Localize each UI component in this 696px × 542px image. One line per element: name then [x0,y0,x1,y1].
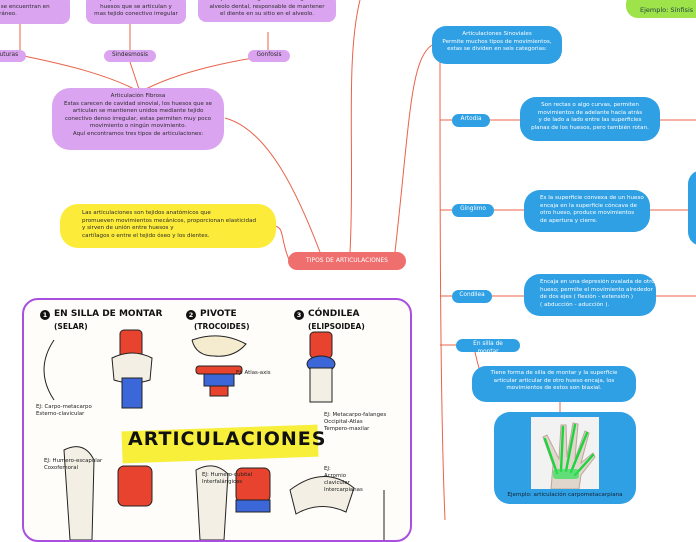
sutura-desc: conectivo denso s se encuentran en cráne… [0,0,70,24]
corner-node[interactable]: Ejemplo: Sínfisis [626,0,696,18]
type-sindesmosis[interactable]: Sindesmosis [104,50,156,62]
poster-joint-drawings [43,329,385,540]
hand-xray-image [531,417,599,490]
poster-lower-example-2: EJ: Humero-cubital Interfalángicas [202,472,253,486]
poster-item-1-name: EN SILLA DE MONTAR [54,309,163,319]
num-3: 3 [294,310,304,320]
silla-montar-desc: Tiene forma de silla de montar y la supe… [472,366,636,402]
type-gonfosis[interactable]: Gonfosis [248,50,290,62]
poster-item-1-sub: (SELAR) [54,322,88,331]
fibrosa-node[interactable]: Articulación Fibrosa Estas carecen de ca… [52,88,224,150]
type-ginglimo[interactable]: Gínglimo [452,204,494,217]
type-suturas[interactable]: Suturas [0,50,26,62]
type-silla-montar[interactable]: En silla de montar [456,339,520,355]
poster-item-3-name: CÓNDILEA [308,309,360,319]
poster-title: ARTICULACIONES [128,428,327,450]
center-node[interactable]: TIPOS DE ARTICULACIONES [288,252,406,270]
poster-item-3-example: EJ: Metacarpo-falanges Occipital-Atlas T… [324,412,387,433]
ginglimo-desc: Es la superficie convexa de un hueso enc… [524,190,650,232]
num-1: 1 [40,310,50,320]
poster-item-3-sub: (ELIPSOIDEA) [308,322,365,331]
example-caption: Ejemplo: articulación carpometacarpiana [507,492,623,498]
condilea-desc: Encaja en una depresión ovalada de otro … [524,274,656,316]
poster-item-1-example: EJ: Carpo-metacarpo Esterno-clavicular [36,404,92,418]
poster-item-2-name: PIVOTE [200,309,237,319]
type-condilea[interactable]: Condilea [452,290,492,303]
poster-lower-example-1: EJ: Humero-escapular Coxofemoral [44,458,103,472]
type-artodia[interactable]: Artodia [452,114,490,127]
num-2: 2 [186,310,196,320]
gonfosis-desc: compuesto de la gonfosis es el ligamento… [198,0,336,22]
intro-node[interactable]: Las articulaciones son tejidos anatómico… [60,204,276,248]
articulaciones-poster: 1 EN SILLA DE MONTAR (SELAR) 2 PIVOTE (T… [22,298,412,542]
artodia-desc: Son rectas o algo curvas, permiten movim… [520,97,660,141]
poster-lower-example-3: EJ: Acromio clavicular Intercarpianas [324,466,363,494]
poster-item-2-example: EJ: Atlas-axis [236,370,271,376]
right-partial-node [688,170,696,246]
poster-item-2-sub: (TROCOIDES) [194,322,250,331]
sindesmosis-desc: mayor distancia entre los huesos que se … [86,0,186,24]
sinoviales-node[interactable]: Articulaciones Sinoviales Permite muchos… [432,26,562,64]
